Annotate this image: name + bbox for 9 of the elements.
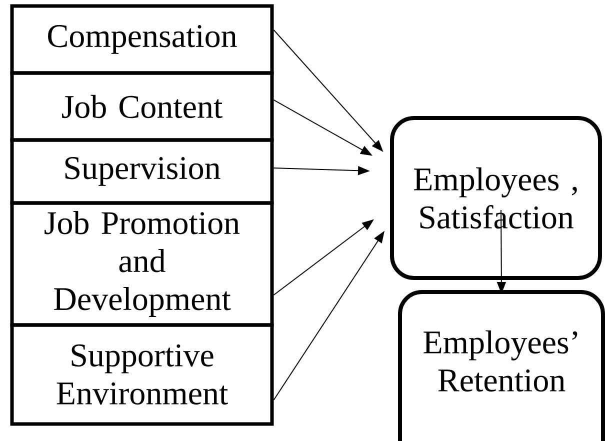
- node-text: Supportive Environment: [56, 344, 228, 405]
- node-text: Job Content: [62, 94, 222, 118]
- node-text: Compensation: [48, 25, 237, 54]
- node-text: Employees’ Retention: [424, 330, 578, 392]
- node-text: Job Promotion and Development: [44, 211, 240, 317]
- factor-box: [10, 323, 274, 426]
- outcome-box: [398, 290, 605, 441]
- node-text: Supervision: [65, 157, 220, 186]
- outcome-box: [390, 116, 602, 280]
